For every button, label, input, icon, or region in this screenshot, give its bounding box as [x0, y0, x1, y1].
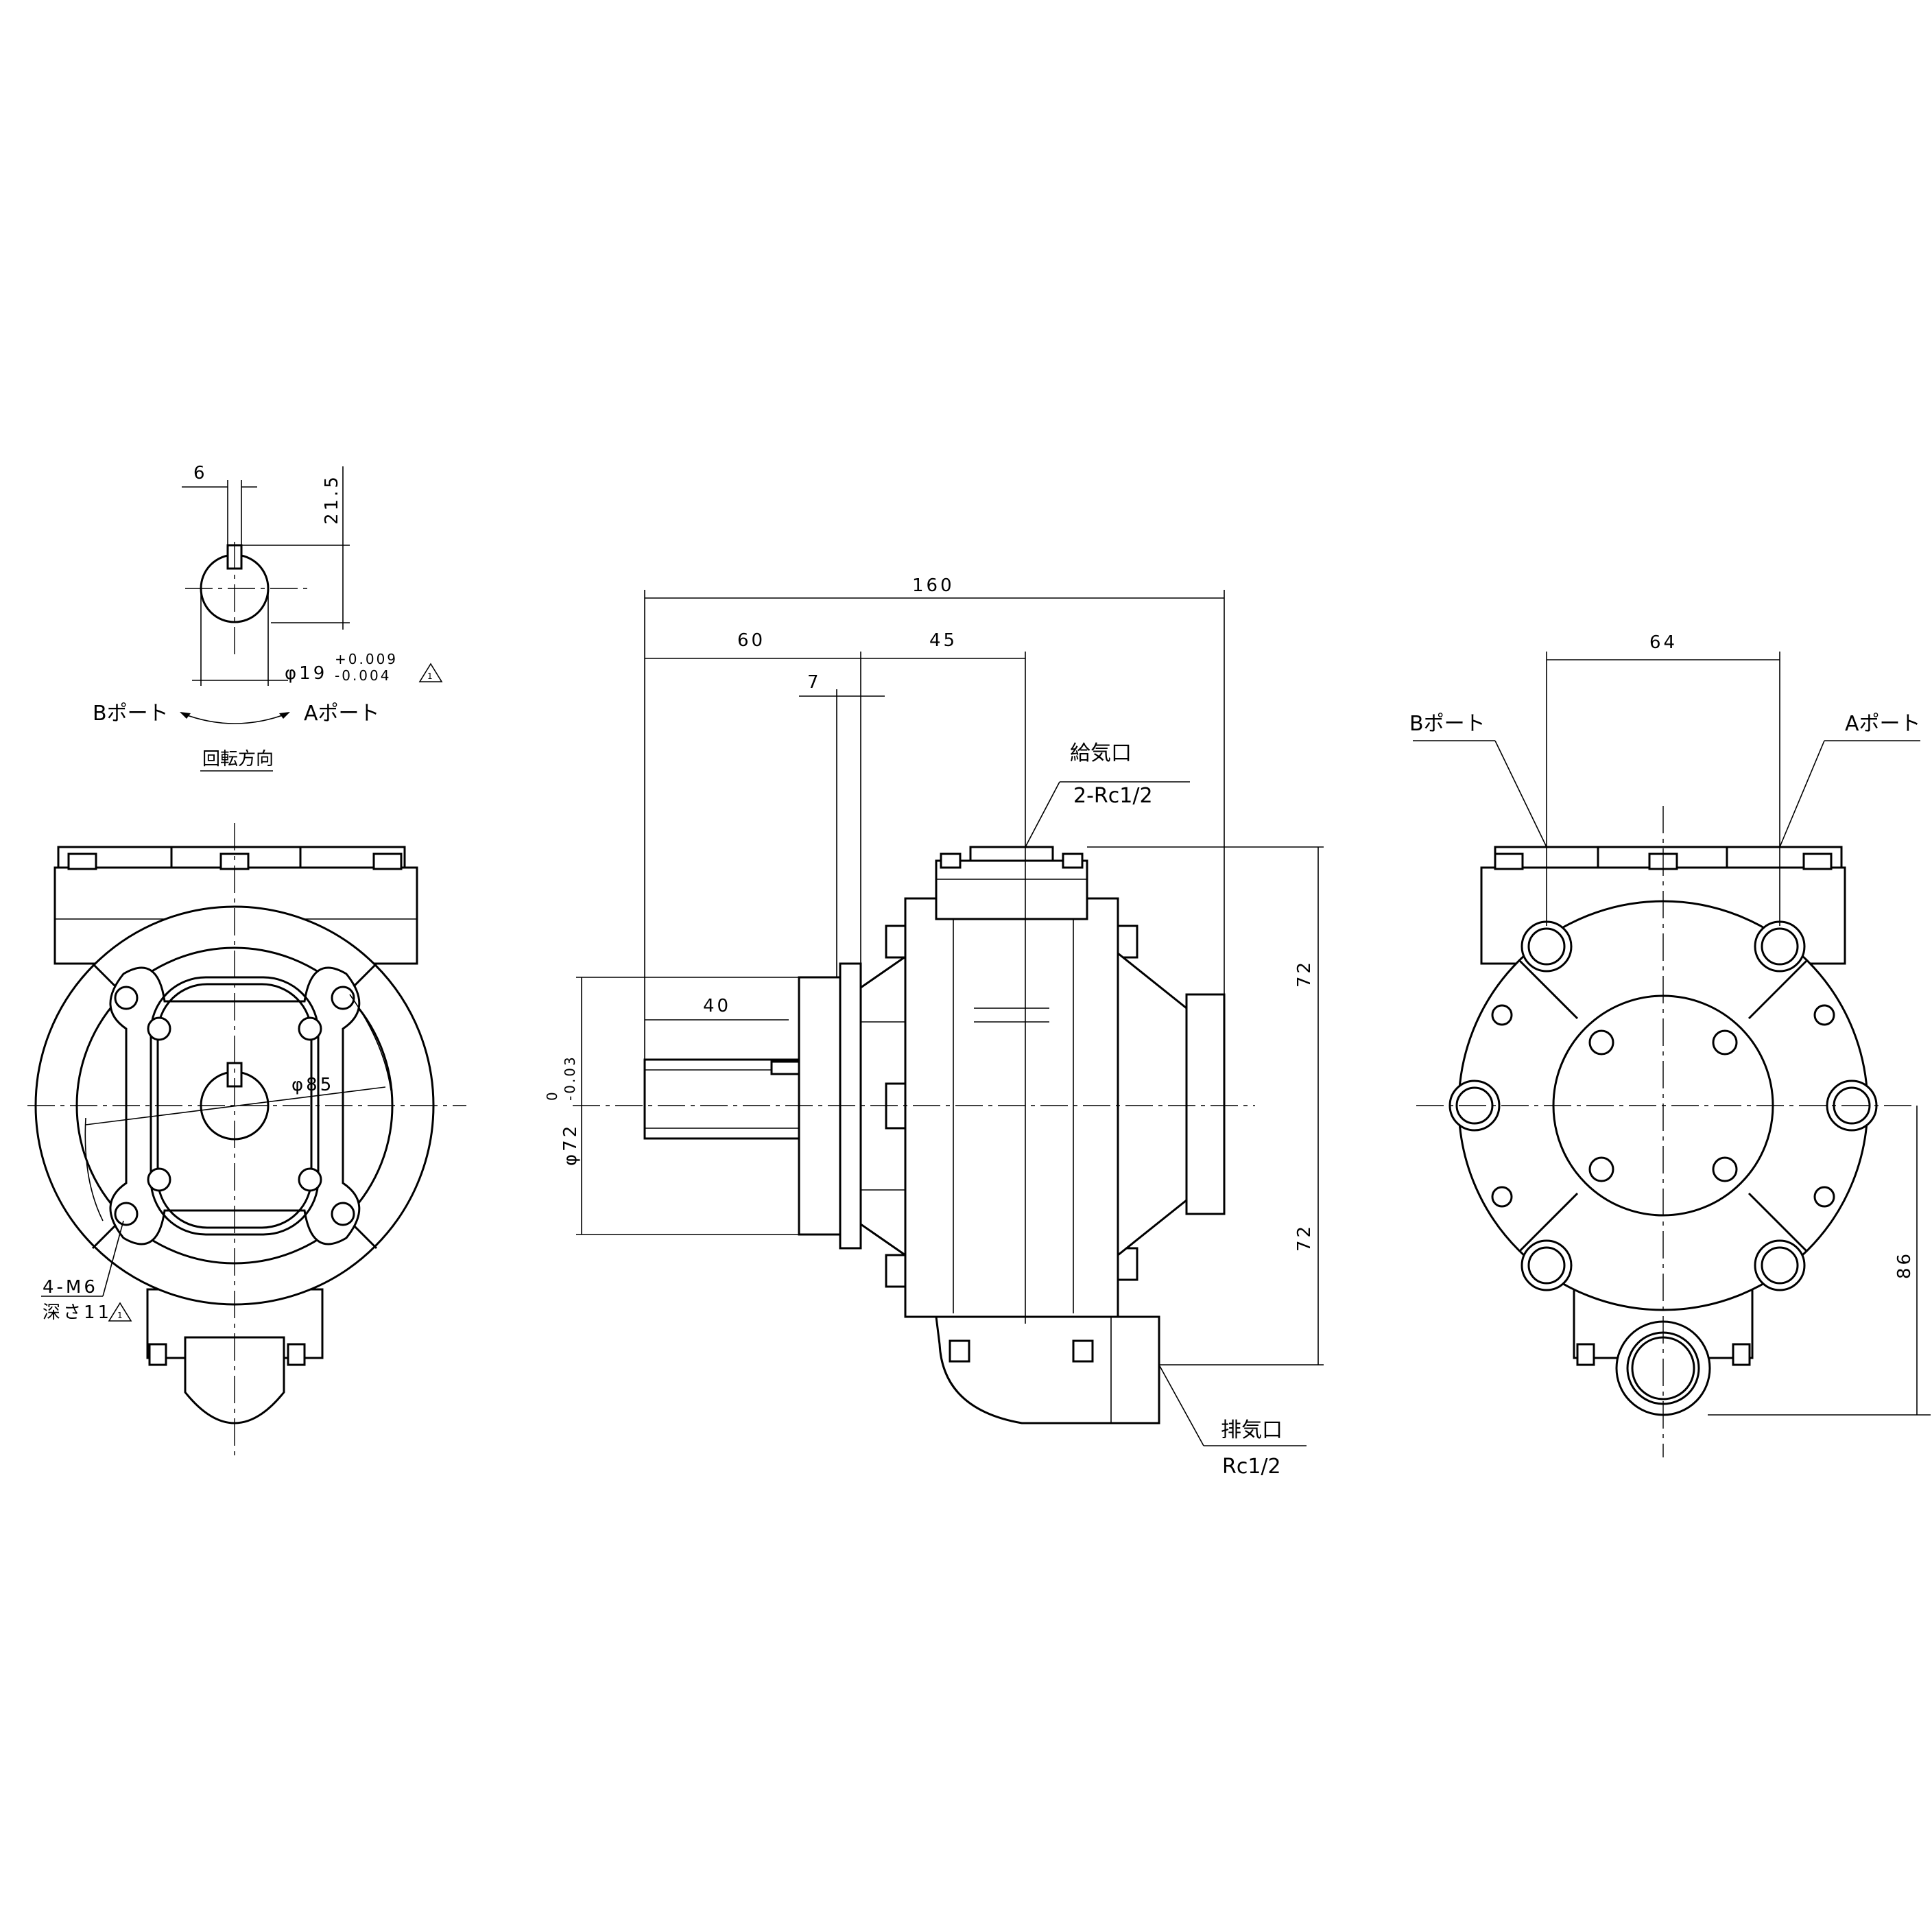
shaft-diameter-dim: φ19: [285, 663, 327, 684]
tap-depth-label: 深さ11: [43, 1302, 112, 1323]
rear-a-port-label: Aポート: [1845, 712, 1921, 736]
flange-step-dim: 7: [807, 672, 822, 693]
key-width-dim: 6: [193, 463, 208, 484]
rear-view: 64 Bポート Aポート 86: [1409, 632, 1931, 1457]
exhaust-port-name: 排気口: [1221, 1418, 1283, 1442]
exhaust-port-spec: Rc1/2: [1222, 1455, 1281, 1479]
port-pitch-dim: 64: [1649, 632, 1678, 653]
revision-triangle-icon: [108, 1302, 132, 1322]
front-view: φ85 4-M6 深さ11 1: [27, 823, 466, 1457]
revision-mark: 1: [427, 671, 435, 681]
supply-port-spec: 2-Rc1/2: [1073, 784, 1153, 808]
revision-triangle-icon: [418, 663, 443, 682]
tap-size-label: 4-M6: [43, 1277, 98, 1298]
key-height-dim: 21.5: [322, 474, 342, 525]
lower-height-dim: 72: [1294, 1224, 1315, 1252]
shaft-section-dim: 60: [737, 630, 765, 651]
rotation-direction-label: 回転方向: [202, 749, 274, 770]
body-section-dim: 45: [929, 630, 957, 651]
supply-port-name: 給気口: [1070, 741, 1132, 765]
upper-height-dim: 72: [1294, 959, 1315, 988]
pilot-diameter-dim: φ72: [560, 1123, 581, 1166]
pilot-tol-lower: -0.03: [562, 1055, 578, 1101]
pcd-dim: φ85: [291, 1075, 334, 1095]
overall-length-dim: 160: [912, 575, 955, 596]
pilot-tol-upper: 0: [544, 1090, 560, 1101]
shaft-tol-lower: -0.004: [335, 667, 391, 684]
front-revision-mark: 1: [117, 1311, 125, 1320]
b-port-label: Bポート: [93, 702, 169, 726]
exhaust-height-dim: 86: [1894, 1251, 1915, 1279]
rear-b-port-label: Bポート: [1409, 712, 1486, 736]
shaft-detail: 6 21.5 φ19 +0.009 -0.004 1 Bポート Aポート 回転方…: [93, 463, 443, 772]
rotation-arrow-icon: [181, 713, 289, 724]
shaft-length-dim: 40: [703, 996, 731, 1016]
shaft-tol-upper: +0.009: [335, 651, 398, 667]
side-view: 160 60 45 7 40 φ72 0 -0.03 72 72 給気口 2-R…: [544, 575, 1324, 1479]
a-port-label: Aポート: [304, 702, 380, 726]
